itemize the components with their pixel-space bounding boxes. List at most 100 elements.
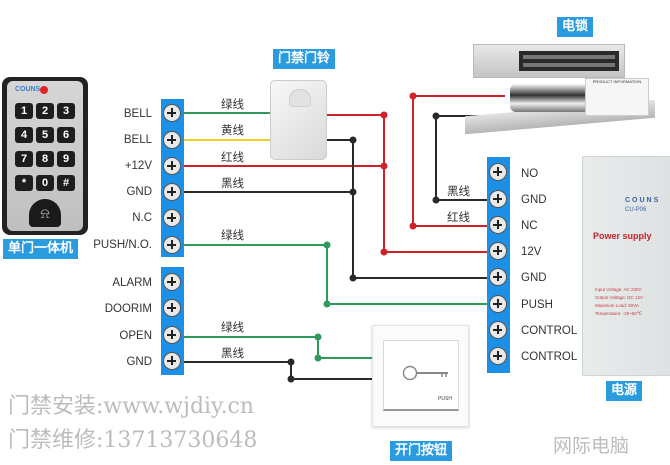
key-8: 8	[36, 151, 54, 167]
screw-icon	[489, 347, 507, 365]
junction-dot	[409, 92, 417, 100]
wire-label-lock-black: 黑线	[447, 184, 470, 198]
psu-label-push: PUSH	[521, 299, 553, 311]
psu-label-control-1: CONTROL	[521, 325, 578, 337]
push-text: PUSH	[438, 396, 452, 402]
terminal-label-bell-1: BELL	[123, 108, 152, 120]
key-9: 9	[57, 151, 75, 167]
watermark-brand: 网际电脑	[553, 435, 630, 457]
junction-dot	[380, 111, 388, 119]
exit-button-label: 开门按钮	[390, 441, 453, 461]
lock-label: 电锁	[557, 17, 594, 37]
wire-label-open-green: 绿线	[221, 320, 244, 334]
junction-dot	[287, 358, 295, 366]
doorbell-device	[270, 80, 327, 160]
junction-dot	[409, 222, 417, 230]
psu-label-gnd: GND	[521, 194, 547, 206]
key-7: 7	[15, 151, 33, 167]
bolt-lock-cylinder	[510, 84, 590, 112]
junction-dot	[380, 162, 388, 170]
psu-label-gnd-2: GND	[521, 272, 547, 284]
key-3: 3	[57, 103, 75, 119]
screw-icon	[489, 190, 507, 208]
junction-dot	[349, 274, 357, 282]
key-icon	[402, 365, 448, 381]
junction-dot	[349, 136, 357, 144]
psu-spec: Output Voltage: DC 12V	[595, 295, 644, 300]
keypad-brand: COUNS	[15, 86, 41, 93]
wire-push-green	[183, 244, 500, 305]
junction-dot	[314, 354, 322, 362]
terminal-label-bell-2: BELL	[123, 134, 152, 146]
controller-terminal-block-upper	[161, 99, 184, 257]
junction-dot	[287, 375, 295, 383]
psu-terminal-block	[487, 157, 510, 373]
screw-icon	[163, 157, 181, 175]
led-indicator-icon	[40, 86, 48, 94]
key-0: 0	[36, 175, 54, 191]
screw-icon	[489, 163, 507, 181]
psu-label-control-2: CONTROL	[521, 351, 578, 363]
watermark-repair: 门禁维修:13713730648	[8, 428, 258, 453]
junction-dot	[314, 333, 322, 341]
junction-dot	[323, 241, 331, 249]
screw-icon	[489, 295, 507, 313]
screw-icon	[489, 216, 507, 234]
watermark-install: 门禁安装:www.wjdiy.cn	[8, 394, 255, 419]
wire-label-bell-green: 绿线	[221, 97, 244, 111]
key-2: 2	[36, 103, 54, 119]
terminal-label-open: OPEN	[119, 330, 152, 342]
terminal-label-12v: +12V	[124, 160, 152, 172]
terminal-label-doorim: DOORIM	[104, 303, 152, 315]
wire-lock-red	[412, 95, 505, 227]
screw-icon	[489, 242, 507, 260]
psu-spec: Input Voltage: AC 220V	[595, 287, 642, 292]
screw-icon	[163, 209, 181, 227]
junction-dot	[380, 248, 388, 256]
psu-model: CU-P06	[625, 207, 647, 213]
key-1: 1	[15, 103, 33, 119]
exit-button-device: PUSH	[372, 325, 469, 427]
wire-open-green	[183, 336, 372, 359]
screw-icon	[489, 268, 507, 286]
screw-icon	[163, 352, 181, 370]
psu-spec: Temperature: -20~60℃	[595, 311, 642, 316]
magnetic-lock-device	[473, 44, 625, 78]
psu-spec: Maximum Load: 50VA	[595, 303, 639, 308]
bolt-lock-info-box: PRODUCT INFORMATION	[585, 78, 649, 116]
psu-label-no: NO	[521, 168, 539, 180]
wire-label-push-green: 绿线	[221, 228, 244, 242]
screw-icon	[163, 183, 181, 201]
controller-terminal-block-lower	[161, 267, 184, 375]
wire-label-12v-red: 红线	[221, 150, 244, 164]
wire-bell-black	[325, 139, 500, 279]
key-4: 4	[15, 127, 33, 143]
power-supply-device: COUNS CU-P06 Power supply Input Voltage:…	[582, 156, 670, 376]
power-supply-label: 电源	[606, 381, 643, 401]
key-5: 5	[36, 127, 54, 143]
terminal-label-alarm: ALARM	[112, 277, 152, 289]
screw-icon	[163, 299, 181, 317]
terminal-label-gnd-2: GND	[126, 356, 152, 368]
junction-dot	[432, 196, 440, 204]
bell-dome-icon	[289, 89, 311, 107]
bell-icon: ⍾	[29, 199, 61, 227]
screw-icon	[489, 321, 507, 339]
key-hash: #	[57, 175, 75, 191]
wire-label-lock-red: 红线	[447, 210, 470, 224]
wire-label-gnd-black: 黑线	[221, 176, 244, 190]
terminal-label-push-no: PUSH/N.O.	[93, 239, 152, 251]
psu-brand: COUNS	[625, 197, 661, 204]
doorbell-label: 门禁门铃	[273, 49, 336, 69]
screw-icon	[163, 326, 181, 344]
screw-icon	[163, 273, 181, 291]
screw-icon	[163, 131, 181, 149]
junction-dot	[432, 112, 440, 120]
wire-gnd2-black	[183, 361, 372, 380]
junction-dot	[323, 300, 331, 308]
screw-icon	[163, 236, 181, 254]
key-star: *	[15, 175, 33, 191]
key-6: 6	[57, 127, 75, 143]
wire-label-bell-yellow: 黄线	[221, 123, 244, 137]
